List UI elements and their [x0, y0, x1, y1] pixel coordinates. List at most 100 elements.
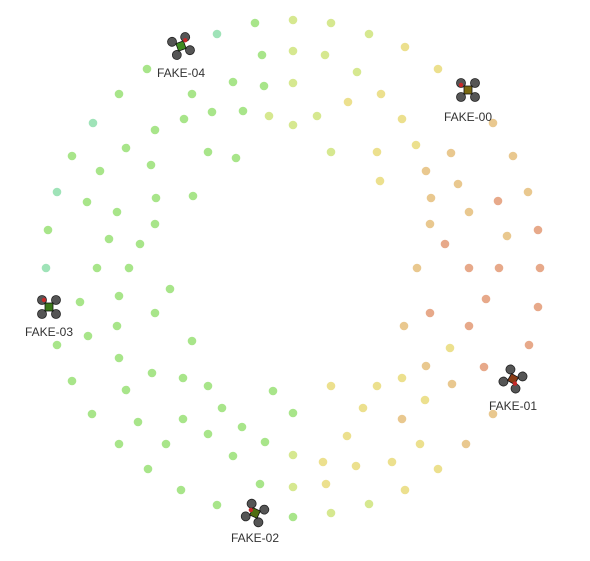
drone-fake-03[interactable]: FAKE-03 [0, 295, 109, 355]
drone-label: FAKE-03 [24, 325, 74, 339]
drone-rotor [259, 504, 270, 515]
waypoint-dot [481, 294, 491, 304]
waypoint-dot [135, 239, 145, 249]
waypoint-dot [464, 321, 474, 331]
waypoint-dot [104, 234, 114, 244]
waypoint-dot [212, 29, 222, 39]
waypoint-dot [203, 381, 213, 391]
waypoint-dot [143, 464, 153, 474]
waypoint-dot [52, 340, 62, 350]
waypoint-dot [268, 386, 278, 396]
waypoint-dot [376, 89, 386, 99]
waypoint-dot [488, 118, 498, 128]
waypoint-dot [494, 263, 504, 273]
waypoint-dot [142, 64, 152, 74]
waypoint-dot [364, 499, 374, 509]
waypoint-dot [397, 114, 407, 124]
waypoint-dot [318, 457, 328, 467]
waypoint-dot [372, 381, 382, 391]
waypoint-dot [67, 151, 77, 161]
waypoint-dot [121, 143, 131, 153]
waypoint-dot [397, 373, 407, 383]
drone-fake-04[interactable]: FAKE-04 [121, 32, 241, 94]
waypoint-dot [397, 414, 407, 424]
quadcopter-shape [456, 78, 480, 102]
drone-body [175, 40, 187, 52]
drone-rotor [253, 517, 264, 528]
drone-fake-02[interactable]: FAKE-02 [195, 498, 315, 561]
waypoint-dot [425, 308, 435, 318]
waypoint-dot [228, 77, 238, 87]
waypoint-dot [446, 148, 456, 158]
waypoint-dot [250, 18, 260, 28]
waypoint-dot [112, 321, 122, 331]
quadcopter-shape [167, 32, 195, 60]
waypoint-dot [88, 118, 98, 128]
waypoint-dot [523, 187, 533, 197]
waypoint-dot [188, 191, 198, 201]
waypoint-dot [433, 64, 443, 74]
drone-rotor [246, 498, 257, 509]
waypoint-dot [133, 417, 143, 427]
waypoint-dot [203, 429, 213, 439]
waypoint-dot [176, 485, 186, 495]
quadcopter-icon [37, 295, 61, 319]
waypoint-dot [203, 147, 213, 157]
waypoint-dot [82, 197, 92, 207]
waypoint-dot [150, 219, 160, 229]
waypoint-dot [326, 381, 336, 391]
drone-fake-01[interactable]: FAKE-01 [453, 364, 573, 427]
waypoint-dot [399, 321, 409, 331]
waypoint-dot [364, 29, 374, 39]
waypoint-dot [412, 263, 422, 273]
waypoint-dot [320, 50, 330, 60]
waypoint-dot [187, 336, 197, 346]
drone-rotor [498, 376, 509, 387]
waypoint-dot [375, 176, 385, 186]
waypoint-dot [461, 439, 471, 449]
waypoint-dot [288, 78, 298, 88]
drone-front-marker [183, 37, 188, 43]
drone-label: FAKE-02 [230, 531, 280, 545]
waypoint-dot [146, 160, 156, 170]
waypoint-dot [524, 340, 534, 350]
waypoint-dot [464, 263, 474, 273]
waypoint-dot [421, 166, 431, 176]
waypoint-dot [440, 239, 450, 249]
drone-rotor [37, 309, 47, 319]
waypoint-dot [502, 231, 512, 241]
waypoint-dot [257, 50, 267, 60]
waypoint-dot [453, 179, 463, 189]
waypoint-dot [150, 308, 160, 318]
waypoint-dot [464, 207, 474, 217]
waypoint-dot [178, 373, 188, 383]
waypoint-dot [288, 450, 298, 460]
waypoint-dot [387, 457, 397, 467]
drone-front-marker [512, 381, 518, 386]
waypoint-dot [207, 107, 217, 117]
drone-rotor [240, 511, 251, 522]
drone-rotor [185, 45, 195, 56]
quadcopter-icon [240, 498, 270, 528]
waypoint-dot [112, 207, 122, 217]
drone-rotor [171, 50, 182, 60]
waypoint-dot [312, 111, 322, 121]
waypoint-dot [95, 166, 105, 176]
waypoint-dot [238, 106, 248, 116]
waypoint-dot [114, 439, 124, 449]
waypoint-dot [421, 361, 431, 371]
waypoint-dot [425, 219, 435, 229]
waypoint-dot [124, 263, 134, 273]
waypoint-dot [420, 395, 430, 405]
waypoint-dot [351, 461, 361, 471]
drone-fake-00[interactable]: FAKE-00 [408, 78, 528, 138]
waypoint-dot [488, 409, 498, 419]
drone-rotor [51, 295, 61, 305]
waypoint-dot [533, 225, 543, 235]
waypoint-dot [479, 362, 489, 372]
drone-rotor [470, 78, 480, 88]
quadcopter-shape [37, 295, 61, 319]
waypoint-dot [288, 120, 298, 130]
